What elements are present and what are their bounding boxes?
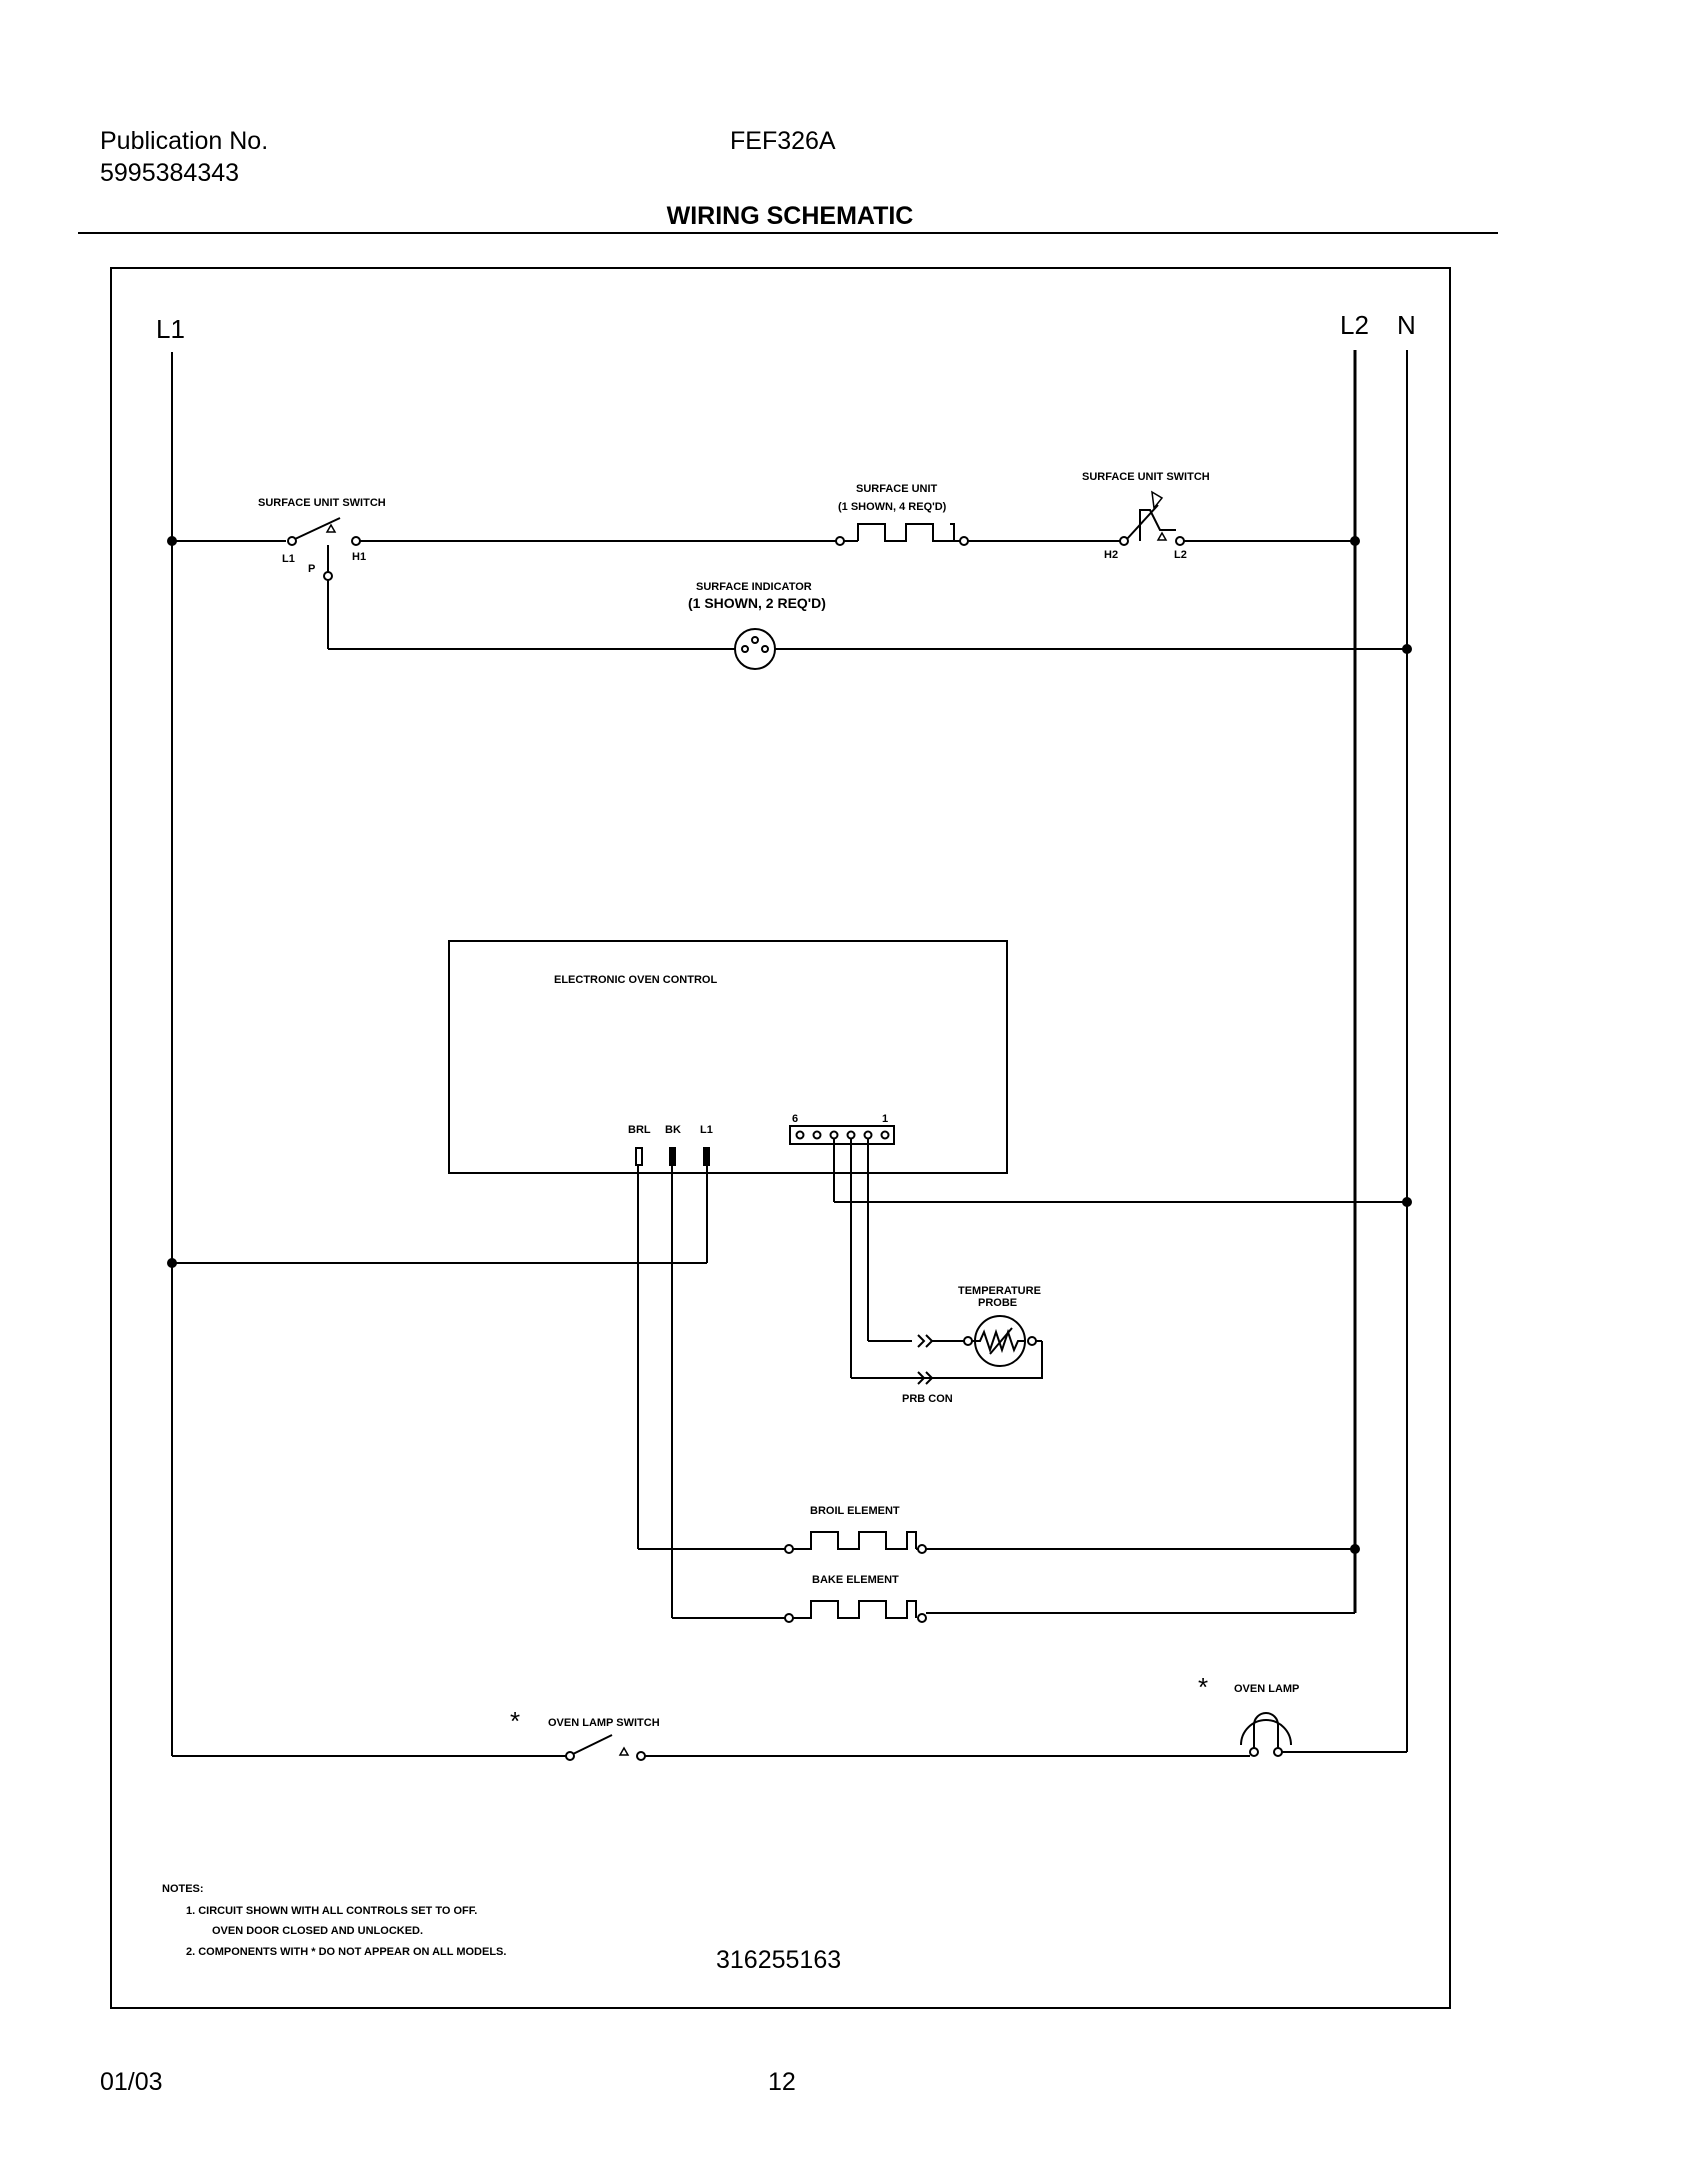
temperature-probe-circuit — [850, 1139, 1043, 1385]
broil-element-label: BROIL ELEMENT — [810, 1505, 900, 1517]
publication-label: Publication No. — [100, 127, 269, 155]
oven-lamp-circuit — [172, 1712, 1407, 1761]
note-1-line-2: OVEN DOOR CLOSED AND UNLOCKED. — [212, 1925, 423, 1937]
surface-unit-note: (1 SHOWN, 4 REQ'D) — [838, 501, 947, 513]
publication-number: 5995384343 — [100, 159, 240, 187]
surface-unit-label: SURFACE UNIT — [856, 483, 938, 495]
broil-element-circuit — [637, 1165, 1360, 1554]
term-h2: H2 — [1104, 549, 1118, 561]
term-h1: H1 — [352, 551, 366, 563]
surface-switch-left-label: SURFACE UNIT SWITCH — [258, 497, 386, 509]
drawing-number: 316255163 — [716, 1946, 841, 1974]
term-brl: BRL — [628, 1124, 651, 1136]
rail-label-n: N — [1397, 310, 1416, 340]
notes-heading: NOTES: — [162, 1883, 204, 1895]
six-pin-connector — [789, 1125, 895, 1145]
term-l1-left: L1 — [282, 553, 295, 565]
control-l1-wire — [167, 1165, 708, 1268]
schematic-frame — [110, 267, 1451, 2009]
surface-unit-circuit — [167, 490, 1412, 670]
bake-element-label: BAKE ELEMENT — [812, 1574, 899, 1586]
footer-date: 01/03 — [100, 2068, 163, 2096]
page-title: WIRING SCHEMATIC — [666, 202, 914, 230]
oven-lamp-switch-asterisk: * — [510, 1706, 520, 1736]
term-p: P — [308, 563, 315, 575]
temp-probe-label-2: PROBE — [978, 1297, 1017, 1309]
surface-indicator-note: (1 SHOWN, 2 REQ'D) — [688, 595, 826, 611]
oven-lamp-label: OVEN LAMP — [1234, 1683, 1299, 1695]
term-l2: L2 — [1174, 549, 1187, 561]
bake-element-circuit — [671, 1165, 1355, 1623]
terminal-bk — [669, 1147, 676, 1166]
model-number: FEF326A — [730, 127, 836, 155]
connector-pin-1: 1 — [882, 1113, 888, 1125]
temp-probe-label-1: TEMPERATURE — [958, 1285, 1041, 1297]
term-l1-control: L1 — [700, 1124, 713, 1136]
header-rule — [78, 232, 1498, 234]
rail-label-l2: L2 — [1340, 310, 1369, 340]
oven-control-label: ELECTRONIC OVEN CONTROL — [554, 974, 717, 986]
footer-page-number: 12 — [768, 2068, 796, 2096]
terminal-brl — [635, 1147, 643, 1166]
rail-label-l1: L1 — [156, 314, 185, 344]
term-bk: BK — [665, 1124, 681, 1136]
oven-control-box — [448, 940, 1008, 1174]
control-neutral-wire — [833, 1139, 1412, 1207]
connector-pin-6: 6 — [792, 1113, 798, 1125]
oven-lamp-asterisk: * — [1198, 1672, 1208, 1702]
note-1-line-1: 1. CIRCUIT SHOWN WITH ALL CONTROLS SET T… — [186, 1905, 477, 1917]
oven-lamp-switch-label: OVEN LAMP SWITCH — [548, 1717, 660, 1729]
surface-switch-right-label: SURFACE UNIT SWITCH — [1082, 471, 1210, 483]
terminal-l1 — [703, 1147, 710, 1166]
prb-con-label: PRB CON — [902, 1393, 953, 1405]
note-2: 2. COMPONENTS WITH * DO NOT APPEAR ON AL… — [186, 1946, 506, 1958]
surface-indicator-label: SURFACE INDICATOR — [696, 581, 812, 593]
